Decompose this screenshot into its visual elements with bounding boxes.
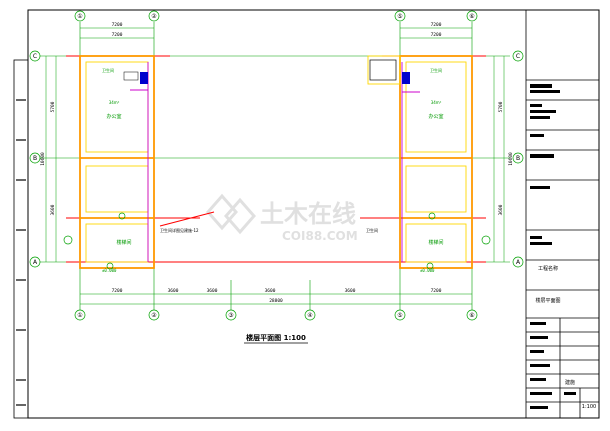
axis-top-6: ⑥ <box>469 13 474 20</box>
dim-left-2: 3600 <box>50 204 56 215</box>
axis-bubbles-side-text: C B A C B A <box>33 53 521 266</box>
left-upper-room-area: 34m² <box>109 100 120 105</box>
title-block-drawing-name: 楼层平面图 <box>535 297 560 304</box>
right-elevation: ±0.000 <box>420 268 435 273</box>
dim-top-left-sub: 7200 <box>112 32 123 38</box>
dim-top-right-total: 7200 <box>431 22 442 28</box>
left-elevation: ±0.000 <box>102 268 117 273</box>
dim-bottom-6: 7200 <box>431 288 442 294</box>
right-upper-room-label: 办公室 <box>428 113 443 120</box>
axis-bubbles-top <box>74 10 478 22</box>
watermark: 土木在线 COI88.COM <box>206 193 358 243</box>
axis-bottom-3: ③ <box>228 312 233 319</box>
binding-strip <box>13 59 29 419</box>
section-markers <box>63 212 491 270</box>
axis-left-a: A <box>33 259 38 266</box>
axis-bottom-1: ① <box>77 312 82 319</box>
axis-bottom-5: ⑤ <box>397 312 402 319</box>
bottom-dimension-lines <box>80 293 472 305</box>
title-block-project: 工程名称 <box>538 265 558 272</box>
axis-bubbles-bottom <box>74 309 478 321</box>
watermark-sub: COI88.COM <box>282 229 358 243</box>
magenta-lines <box>130 62 420 262</box>
dim-right-1: 5700 <box>498 101 504 112</box>
title-block <box>525 10 599 418</box>
axis-right-c: C <box>516 53 520 60</box>
axis-right-a: A <box>516 259 521 266</box>
dim-left-1: 5700 <box>50 101 56 112</box>
dim-bottom-1: 7200 <box>112 288 123 294</box>
left-lower-room-label: 楼梯间 <box>116 239 131 246</box>
axis-top-2: ② <box>151 13 157 20</box>
drawing-caption: 楼层平面图 1:100 <box>246 333 306 342</box>
right-upper-room-sub: 卫生间 <box>430 67 442 73</box>
right-building-inner <box>367 55 467 263</box>
room-labels: 办公室 34m² 卫生间 楼梯间 办公室 34m² 卫生间 楼梯间 <box>102 67 444 246</box>
title-block-scale: 1:100 <box>582 404 596 410</box>
binding-strip-ticks <box>16 99 26 406</box>
axis-bottom-6: ⑥ <box>469 312 474 319</box>
dim-right-total: 10600 <box>508 152 514 166</box>
watermark-text: 土木在线 <box>260 200 356 228</box>
left-dimension-lines <box>45 56 505 262</box>
left-upper-room-sub: 卫生间 <box>102 67 114 73</box>
dim-bottom-4: 3600 <box>265 288 276 294</box>
dim-bottom-total: 28800 <box>269 298 283 304</box>
axis-top-1: ① <box>77 13 82 20</box>
axis-top-5: ⑤ <box>397 13 402 20</box>
axis-bottom-4: ④ <box>307 312 312 319</box>
red-walls <box>66 55 486 263</box>
left-upper-room-label: 办公室 <box>106 113 121 120</box>
dim-right-2: 3600 <box>498 204 504 215</box>
dim-bottom-5: 3600 <box>345 288 356 294</box>
left-building-inner <box>85 61 149 263</box>
axis-left-b: B <box>33 155 37 162</box>
fixtures <box>123 59 410 84</box>
axis-bubbles-side <box>29 50 524 268</box>
left-building-walls <box>79 55 155 269</box>
axis-left-c: C <box>33 53 37 60</box>
dim-left-total: 10600 <box>40 152 46 166</box>
top-dimension-lines <box>80 27 472 39</box>
bottom-dimension-texts: 7200 3600 3600 3600 3600 7200 28800 <box>112 288 442 304</box>
left-callout: 卫生间详图见建施-12 <box>160 227 199 233</box>
dim-top-right-sub: 7200 <box>431 32 442 38</box>
title-block-sheet: 建施 <box>565 379 575 386</box>
axis-right-b: B <box>516 155 520 162</box>
right-callout: 卫生间 <box>366 227 378 233</box>
axis-bubbles-bottom-text: ① ② ③ ④ ⑤ ⑥ <box>77 312 474 319</box>
title-block-fills <box>530 84 576 409</box>
dim-bottom-2: 3600 <box>168 288 179 294</box>
axis-bubbles-top-text: ① ② ⑤ ⑥ <box>77 13 474 20</box>
right-upper-room-area: 34m² <box>431 100 442 105</box>
right-lower-room-label: 楼梯间 <box>428 239 443 246</box>
axis-bottom-2: ② <box>151 312 157 319</box>
dim-top-left-total: 7200 <box>112 22 123 28</box>
dim-bottom-3: 3600 <box>207 288 218 294</box>
right-building-walls <box>399 55 473 269</box>
